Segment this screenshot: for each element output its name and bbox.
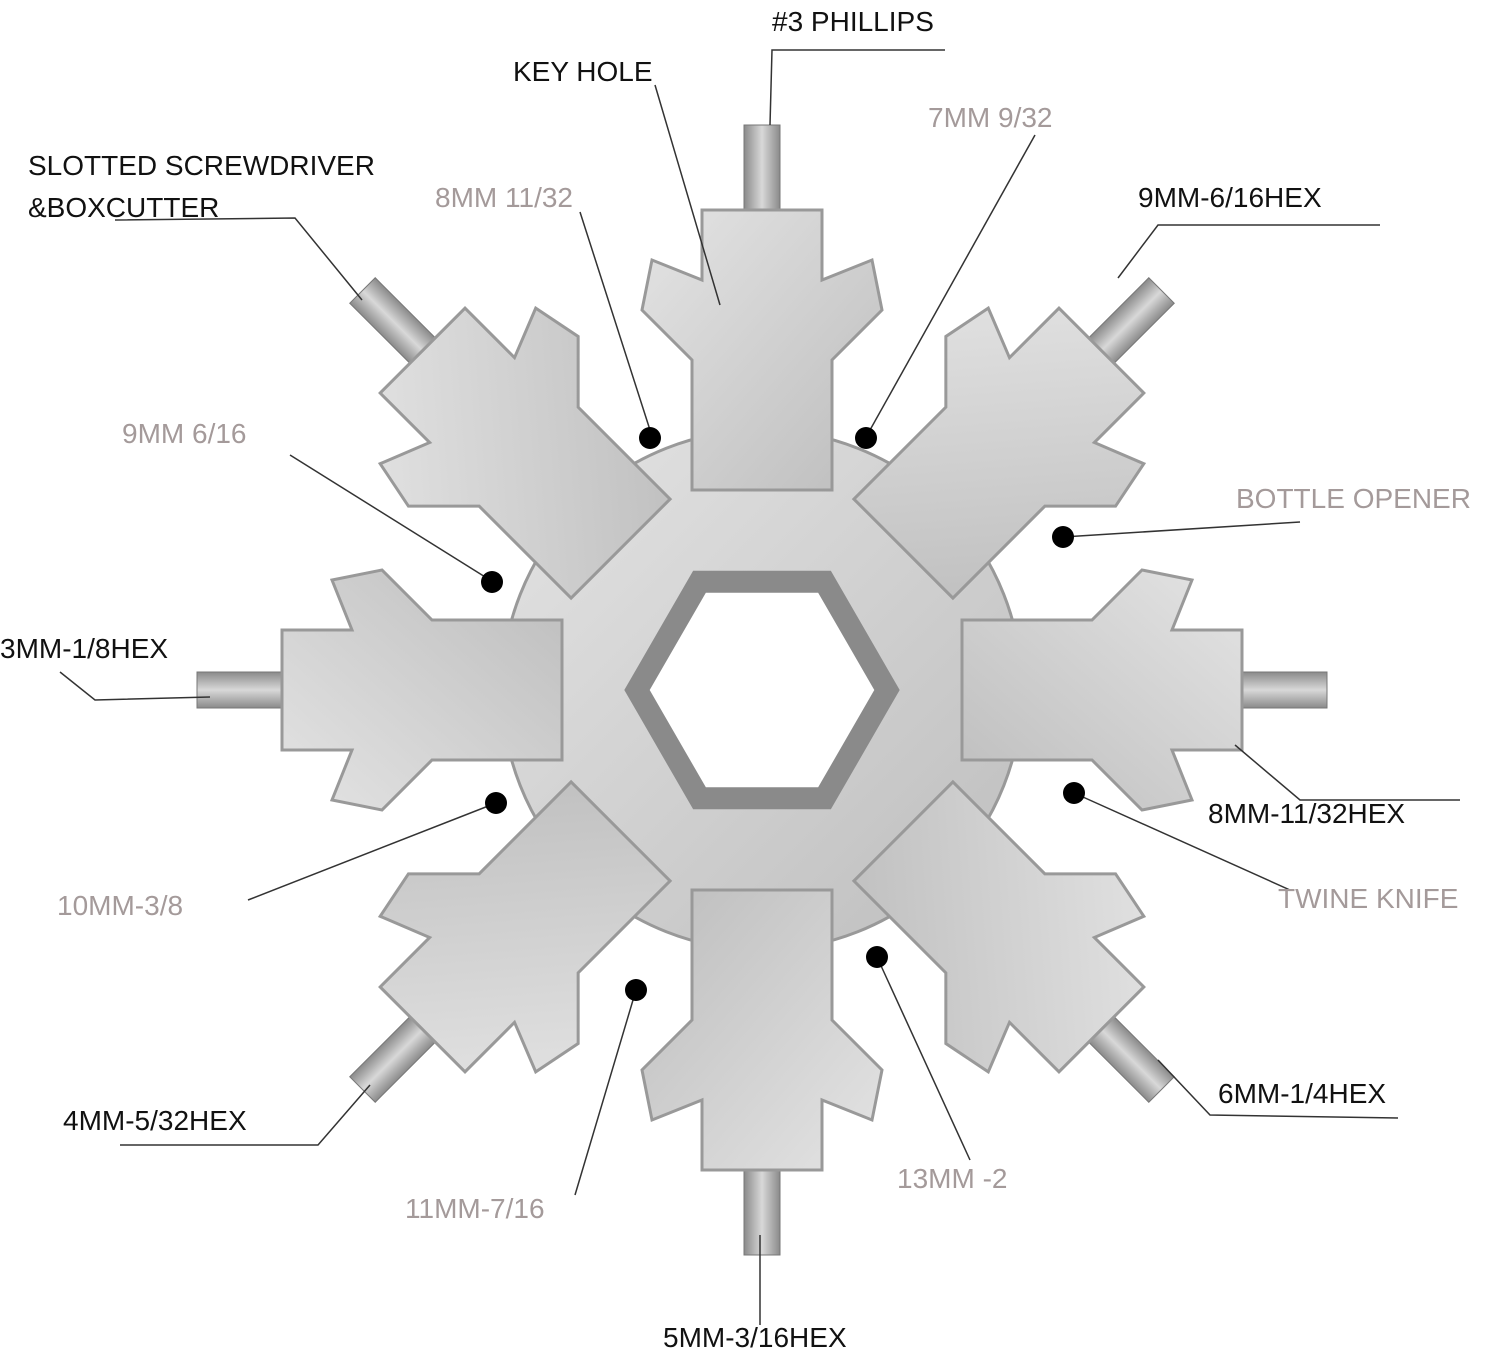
tool-tip <box>743 124 781 216</box>
callout-dot <box>485 792 507 814</box>
tool-arm-body <box>640 888 884 1172</box>
leader-line <box>769 49 945 126</box>
tool-arm <box>349 277 673 601</box>
tool-arm-body <box>640 208 884 492</box>
leader-line <box>876 956 971 1161</box>
label-13mm: 13MM -2 <box>897 1163 1008 1194</box>
leader-line <box>1157 1059 1399 1119</box>
leader-line <box>114 217 363 301</box>
leader-line <box>1062 521 1301 538</box>
leader-line <box>59 671 211 701</box>
label-8mm: 8MM 11/32 <box>435 182 573 213</box>
label-bottle-opener: BOTTLE OPENER <box>1236 483 1471 514</box>
leader-line <box>654 84 721 306</box>
callout-dot <box>866 946 888 968</box>
label-phillips: #3 PHILLIPS <box>772 6 934 37</box>
leader-line <box>289 454 491 581</box>
tool-tip <box>1236 671 1328 709</box>
tool-arm <box>960 568 1328 812</box>
label-6mm-hex: 6MM-1/4HEX <box>1218 1078 1387 1109</box>
leader-line <box>1234 744 1460 801</box>
label-slotted-2: &BOXCUTTER <box>28 192 220 223</box>
tool-arm <box>640 124 884 492</box>
callout-dot <box>1052 526 1074 548</box>
label-9mm: 9MM 6/16 <box>122 418 247 449</box>
tool-arm <box>349 779 673 1103</box>
callout-dot <box>855 427 877 449</box>
callout-dot <box>625 979 647 1001</box>
label-3mm-hex: 3MM-1/8HEX <box>0 633 169 664</box>
leader-line <box>574 989 637 1196</box>
hex-hole <box>624 570 900 810</box>
label-key-hole: KEY HOLE <box>513 56 653 87</box>
leader-line <box>1117 224 1380 279</box>
tool-tip <box>196 671 288 709</box>
leader-line <box>120 1084 371 1146</box>
label-4mm-hex: 4MM-5/32HEX <box>63 1105 247 1136</box>
label-7mm: 7MM 9/32 <box>928 102 1053 133</box>
tool-arm-body <box>851 779 1147 1075</box>
tool-arm-body <box>280 568 564 812</box>
tool-arm <box>851 779 1175 1103</box>
leader-line <box>579 211 651 431</box>
label-8mm-hex: 8MM-11/32HEX <box>1208 798 1406 829</box>
label-11mm: 11MM-7/16 <box>405 1193 545 1224</box>
label-twine-knife: TWINE KNIFE <box>1278 883 1459 914</box>
tool-arm <box>851 277 1175 601</box>
leader-line <box>869 134 1036 431</box>
tool-tip <box>743 1164 781 1256</box>
label-9mm-hex: 9MM-6/16HEX <box>1138 182 1322 213</box>
leader-line <box>247 802 497 901</box>
label-10mm: 10MM-3/8 <box>57 890 184 921</box>
label-slotted-1: SLOTTED SCREWDRIVER <box>28 150 375 181</box>
label-5mm-hex: 5MM-3/16HEX <box>663 1322 847 1353</box>
tool-arm <box>196 568 564 812</box>
callout-dot <box>1063 782 1085 804</box>
tool-arm-body <box>851 305 1147 601</box>
tool-arm-body <box>377 305 673 601</box>
tool-arm-body <box>377 779 673 1075</box>
callout-dot <box>639 427 661 449</box>
callout-dot <box>481 571 503 593</box>
leader-line <box>1073 792 1291 891</box>
tool-arm <box>640 888 884 1256</box>
